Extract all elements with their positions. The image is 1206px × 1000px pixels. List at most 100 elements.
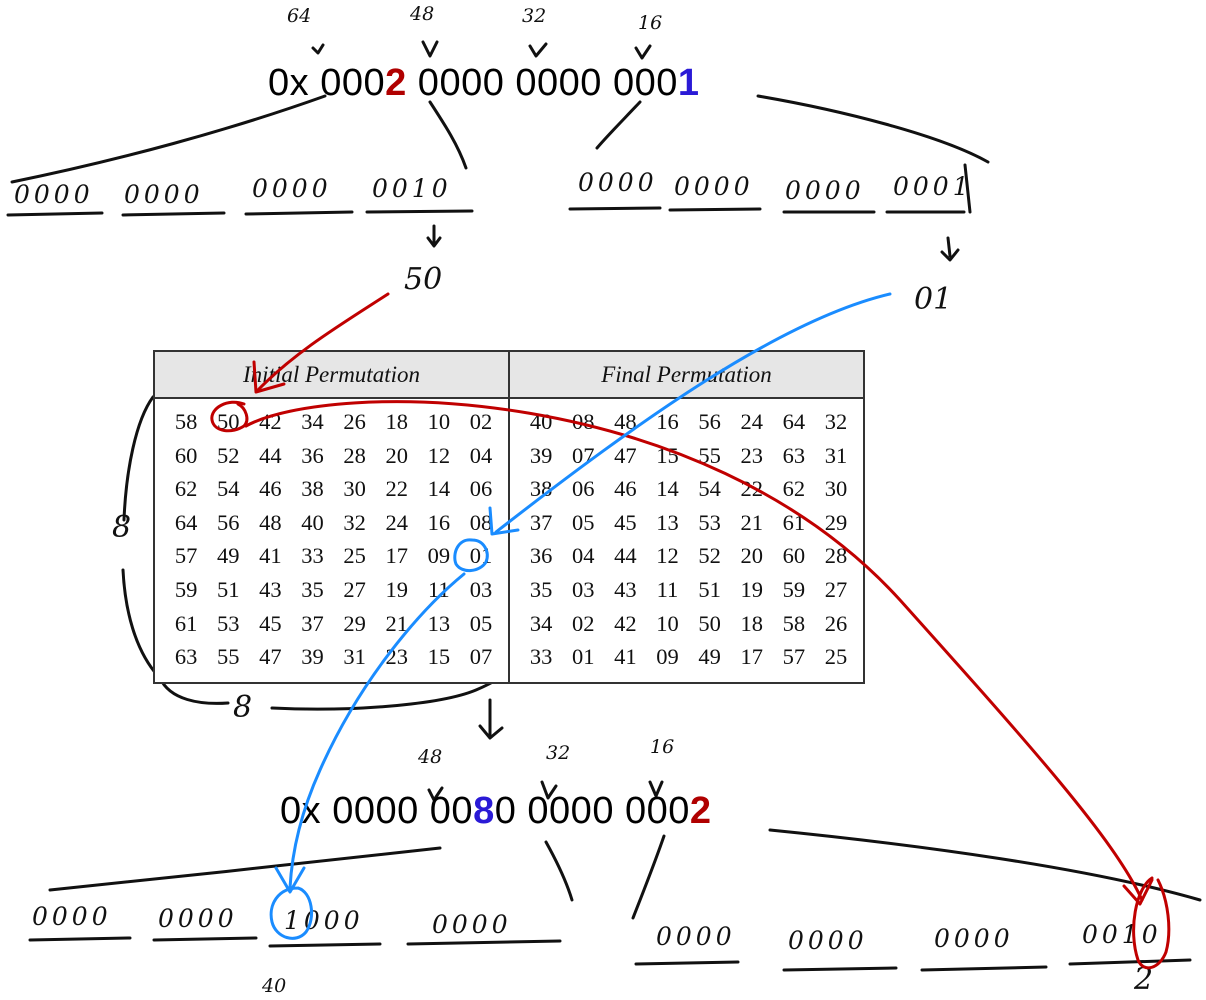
ip-cell: 11 bbox=[427, 576, 450, 602]
initial-permutation-header: Initial Permutation bbox=[153, 350, 510, 399]
fp-cell: 34 bbox=[529, 610, 553, 636]
ip-cell: 60 bbox=[174, 442, 198, 468]
fp-cell: 24 bbox=[740, 409, 763, 434]
top-left-decimal: 50 bbox=[404, 262, 443, 297]
ip-cell: 58 bbox=[174, 409, 198, 434]
fp-cell: 39 bbox=[529, 442, 553, 468]
ip-cell: 45 bbox=[259, 610, 282, 636]
fp-cell: 05 bbox=[571, 509, 595, 535]
fp-cell: 56 bbox=[698, 409, 721, 434]
ip-cell: 18 bbox=[385, 409, 408, 434]
fp-cell: 06 bbox=[571, 476, 595, 502]
ip-cell: 29 bbox=[343, 610, 366, 636]
fp-cell: 11 bbox=[656, 576, 679, 602]
ip-cell: 23 bbox=[385, 644, 408, 670]
ip-cell: 40 bbox=[301, 509, 324, 535]
fp-cell: 03 bbox=[571, 576, 595, 602]
ip-cell: 37 bbox=[301, 610, 324, 636]
ip-cell: 01 bbox=[469, 543, 493, 569]
ip-cell: 54 bbox=[216, 476, 240, 502]
fp-cell: 43 bbox=[614, 576, 637, 602]
fp-cell: 29 bbox=[824, 509, 848, 535]
ip-cell: 50 bbox=[216, 409, 240, 434]
ip-cell: 22 bbox=[385, 476, 408, 502]
ip-cell: 21 bbox=[385, 610, 408, 636]
ip-cell: 03 bbox=[469, 576, 493, 602]
fp-cell: 51 bbox=[698, 576, 721, 602]
bottom-left-decimal: 40 bbox=[262, 975, 287, 997]
ip-cell: 61 bbox=[174, 610, 198, 636]
fp-cell: 50 bbox=[698, 610, 721, 636]
fp-cell: 02 bbox=[571, 610, 595, 636]
fp-cell: 31 bbox=[824, 442, 848, 468]
fp-cell: 17 bbox=[740, 644, 763, 670]
fp-cell: 48 bbox=[614, 409, 637, 434]
fp-cell: 64 bbox=[782, 409, 806, 434]
ip-cell: 63 bbox=[174, 644, 198, 670]
top-left-bits-1: 0000 bbox=[14, 180, 94, 209]
fp-cell: 19 bbox=[740, 576, 763, 602]
top-bit-label-64: 64 bbox=[287, 5, 312, 27]
ip-cell: 59 bbox=[174, 576, 198, 602]
ip-cell: 49 bbox=[216, 543, 240, 569]
fp-cell: 58 bbox=[782, 610, 806, 636]
ip-cell: 07 bbox=[469, 644, 493, 670]
ip-cell: 09 bbox=[427, 543, 451, 569]
ip-cell: 33 bbox=[301, 543, 324, 569]
fp-cell: 14 bbox=[656, 476, 679, 502]
final-permutation-header: Final Permutation bbox=[508, 350, 865, 399]
fp-cell: 33 bbox=[529, 644, 553, 670]
ip-cell: 52 bbox=[216, 442, 240, 468]
arrowhead-icon bbox=[1122, 878, 1154, 906]
fp-cell: 57 bbox=[782, 644, 806, 670]
fp-cell: 01 bbox=[571, 644, 595, 670]
fp-cell: 22 bbox=[740, 476, 763, 502]
ip-cell: 14 bbox=[427, 476, 451, 502]
fp-cell: 07 bbox=[571, 442, 595, 468]
fp-cell: 55 bbox=[698, 442, 721, 468]
fp-cell: 40 bbox=[529, 409, 553, 434]
fp-cell: 32 bbox=[824, 409, 848, 434]
ip-cell: 32 bbox=[343, 509, 366, 535]
ip-cell: 44 bbox=[259, 442, 282, 468]
top-bit-label-16: 16 bbox=[638, 12, 663, 34]
fp-cell: 04 bbox=[571, 543, 595, 569]
fp-cell: 54 bbox=[698, 476, 721, 502]
fp-cell: 15 bbox=[656, 442, 679, 468]
ip-cell: 38 bbox=[301, 476, 324, 502]
bottom-left-bits-1: 0000 bbox=[32, 902, 112, 931]
fp-cell: 63 bbox=[782, 442, 806, 468]
top-right-bits-4: 0001 bbox=[893, 172, 973, 201]
ip-cell: 62 bbox=[174, 476, 198, 502]
permutation-table: Initial Permutation Final Permutation 58… bbox=[153, 350, 865, 684]
bottom-right-bits-2: 0000 bbox=[788, 926, 868, 955]
fp-cell: 10 bbox=[656, 610, 679, 636]
fp-cell: 13 bbox=[656, 509, 679, 535]
ip-cell: 02 bbox=[469, 409, 493, 434]
bottom-right-bits-3: 0000 bbox=[934, 924, 1014, 953]
ip-cell: 64 bbox=[174, 509, 198, 535]
ip-cell: 30 bbox=[343, 476, 366, 502]
fp-cell: 46 bbox=[614, 476, 637, 502]
row-count-label: 8 bbox=[112, 510, 132, 545]
ip-cell: 42 bbox=[259, 409, 282, 434]
ip-cell: 41 bbox=[259, 543, 282, 569]
bottom-bit-label-48: 48 bbox=[418, 746, 443, 768]
ip-cell: 57 bbox=[174, 543, 198, 569]
ip-cell: 48 bbox=[259, 509, 282, 535]
top-left-bits-2: 0000 bbox=[124, 180, 204, 209]
bottom-left-bits-2: 0000 bbox=[158, 904, 238, 933]
bottom-left-bits-3: 1000 bbox=[284, 906, 364, 935]
ip-cell: 47 bbox=[259, 644, 282, 670]
top-right-decimal: 01 bbox=[914, 282, 953, 317]
fp-cell: 49 bbox=[698, 644, 721, 670]
ip-cell: 13 bbox=[427, 610, 451, 636]
fp-cell: 08 bbox=[571, 409, 595, 434]
ip-cell: 43 bbox=[259, 576, 282, 602]
ip-cell: 24 bbox=[385, 509, 408, 535]
fp-cell: 27 bbox=[824, 576, 848, 602]
ip-cell: 04 bbox=[469, 442, 493, 468]
fp-cell: 59 bbox=[782, 576, 806, 602]
ip-cell: 53 bbox=[216, 610, 240, 636]
